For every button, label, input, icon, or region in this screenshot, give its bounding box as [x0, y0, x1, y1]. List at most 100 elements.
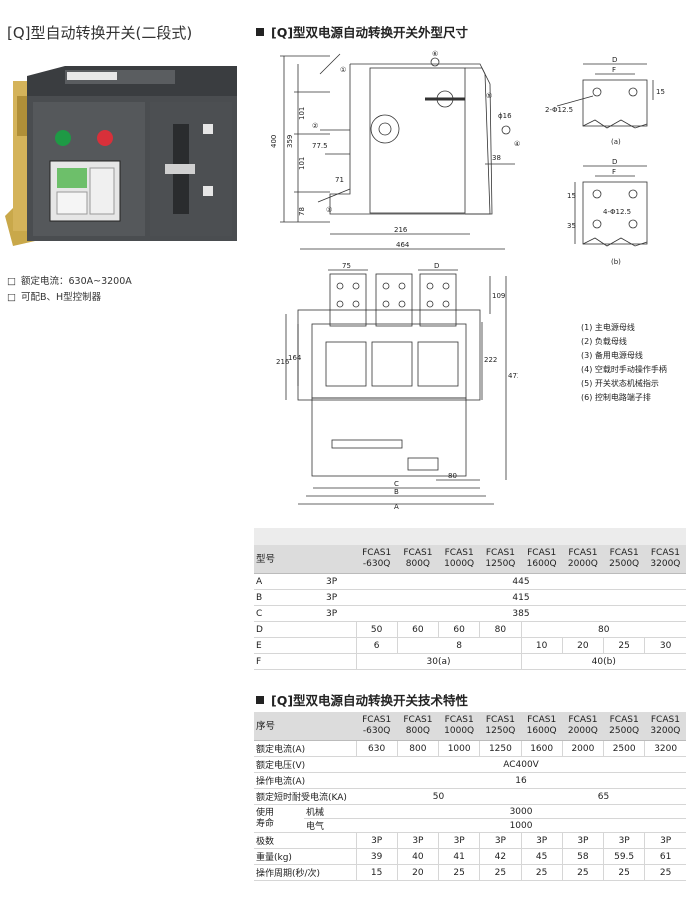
tech-title-text: [Q]型双电源自动转换开关技术特性 [271, 693, 469, 708]
cell-E-6: 30 [644, 637, 687, 654]
callout-3: ③ [326, 206, 332, 214]
row-label-voltage: 额定电压(V) [254, 756, 357, 773]
detail-a-caption: (a) [611, 138, 621, 146]
tech-model-col-3: FCAS1 1000Q [438, 712, 480, 741]
dimension-table-header: 型号 FCAS1 -630Q FCAS1 800Q FCAS1 1000Q FC… [254, 545, 687, 574]
cell-cycle-4: 25 [479, 864, 522, 881]
table-row: 额定短时耐受电流(KA) 50 65 [254, 788, 687, 805]
dimension-table: 型号 FCAS1 -630Q FCAS1 800Q FCAS1 1000Q FC… [254, 545, 687, 670]
detail-b-D: D [612, 158, 617, 166]
row-pole-B: 3P [324, 589, 357, 606]
cell-poles-3: 3P [438, 832, 480, 849]
cell-poles-6: 3P [561, 832, 604, 849]
row-value-C: 385 [356, 605, 687, 622]
table-row: 使用寿命 机械 3000 [254, 804, 687, 833]
cell-current-8: 3200 [644, 740, 687, 757]
cell-current-2: 800 [396, 740, 439, 757]
square-bullet-icon [256, 28, 264, 36]
model-col-4: FCAS1 1250Q [479, 545, 522, 574]
table-row: 操作电流(A) 16 [254, 772, 687, 789]
front-dim-164: 164 [288, 354, 302, 362]
cell-op-current: 16 [356, 772, 687, 789]
life-label-b: 寿命 [256, 818, 275, 829]
front-dim-C: C [394, 480, 399, 488]
row-label-C: C [254, 605, 324, 622]
cell-cycle-3: 25 [438, 864, 480, 881]
front-dim-216: 216 [276, 358, 290, 366]
cell-cycle-7: 25 [603, 864, 645, 881]
dim-77-5: 77.5 [312, 142, 328, 150]
row-label-B: B [254, 589, 324, 606]
cell-cycle-5: 25 [520, 864, 563, 881]
cell-F-2: 40(b) [520, 653, 687, 670]
detail-b-15: 15 [567, 192, 576, 200]
detail-b-drawing: D F 15 35 4-Φ12.5 (b) [567, 158, 648, 266]
front-view-drawing: 75 D 109 216 164 222 473 80 C B A [276, 262, 518, 510]
cell-E-3: 10 [520, 637, 563, 654]
cell-cycle-8: 25 [644, 864, 687, 881]
detail-b-35: 35 [567, 222, 576, 230]
product-title: [Q]型自动转换开关(二段式) [7, 24, 193, 42]
front-dim-75: 75 [342, 262, 351, 270]
cell-weight-5: 45 [520, 848, 563, 865]
dim-78: 78 [298, 207, 306, 216]
cell-weight-3: 41 [438, 848, 480, 865]
dim-phi16: ϕ16 [498, 112, 512, 120]
row-label-current: 额定电流(A) [254, 740, 357, 757]
cell-weight-8: 61 [644, 848, 687, 865]
tech-model-col-8: FCAS1 3200Q [644, 712, 687, 741]
callout-5: ⑤ [486, 92, 492, 100]
table-row: 重量(kg) 39 40 41 42 45 58 59.5 61 [254, 848, 687, 865]
row-label-E: E [254, 637, 357, 654]
header-serial-label: 序号 [254, 712, 357, 741]
model-col-7: FCAS1 2500Q [603, 545, 645, 574]
dim-400: 400 [270, 135, 278, 148]
detail-a-hole: 2-Φ12.5 [545, 106, 573, 114]
front-dim-D: D [434, 262, 439, 270]
tech-model-col-7: FCAS1 2500Q [603, 712, 645, 741]
legend-item-3: (3) 备用电源母线 [581, 351, 643, 360]
cell-current-3: 1000 [438, 740, 480, 757]
dim-464: 464 [396, 241, 410, 249]
row-label-poles: 极数 [254, 832, 357, 849]
cell-E-1: 6 [355, 637, 398, 654]
cell-D-3: 60 [438, 621, 480, 638]
cell-D-5: 80 [520, 621, 687, 638]
cell-weight-4: 42 [479, 848, 522, 865]
detail-b-F: F [612, 168, 616, 176]
callout-6: ⑥ [432, 50, 438, 58]
cell-current-5: 1600 [520, 740, 563, 757]
row-label-D: D [254, 621, 357, 638]
cell-weight-1: 39 [355, 848, 398, 865]
cell-weight-2: 40 [396, 848, 439, 865]
row-label-mech: 机械 [304, 804, 357, 819]
cell-weight-7: 59.5 [603, 848, 645, 865]
row-label-A: A [254, 573, 324, 590]
cell-poles-4: 3P [479, 832, 522, 849]
front-dim-473: 473 [508, 372, 518, 380]
cell-D-2: 60 [396, 621, 439, 638]
table-row: D 50 60 60 80 80 [254, 621, 687, 638]
table-row: 额定电流(A) 630 800 1000 1250 1600 2000 2500… [254, 740, 687, 757]
cell-cycle-6: 25 [561, 864, 604, 881]
cell-F-1: 30(a) [355, 653, 522, 670]
front-dim-A: A [394, 503, 399, 510]
model-col-6: FCAS1 2000Q [562, 545, 604, 574]
table-row: 操作周期(秒/次) 15 20 25 25 25 25 25 25 [254, 864, 687, 881]
cell-weight-6: 58 [561, 848, 604, 865]
cell-short-a: 50 [356, 788, 522, 805]
dims-title-text: [Q]型双电源自动转换开关外型尺寸 [271, 25, 469, 40]
cell-cycle-1: 15 [355, 864, 398, 881]
cell-cycle-2: 20 [396, 864, 439, 881]
cell-poles-1: 3P [355, 832, 398, 849]
table-row: B 3P 415 [254, 589, 687, 606]
tech-spec-table: 序号 FCAS1 -630Q FCAS1 800Q FCAS1 1000Q FC… [254, 712, 687, 881]
table-row: 电气 1000 [254, 818, 687, 833]
detail-a-15: 15 [656, 88, 665, 96]
life-label-a: 使用 [256, 807, 275, 818]
square-bullet-icon [256, 696, 264, 704]
cell-elec: 1000 [356, 818, 687, 833]
legend-item-5: (5) 开关状态机械指示 [581, 379, 659, 388]
bullet-controller: 可配B、H型控制器 [7, 290, 132, 306]
parts-legend: (1) 主电源母线 (2) 负载母线 (3) 备用电源母线 (4) 空载时手动操… [581, 321, 667, 405]
